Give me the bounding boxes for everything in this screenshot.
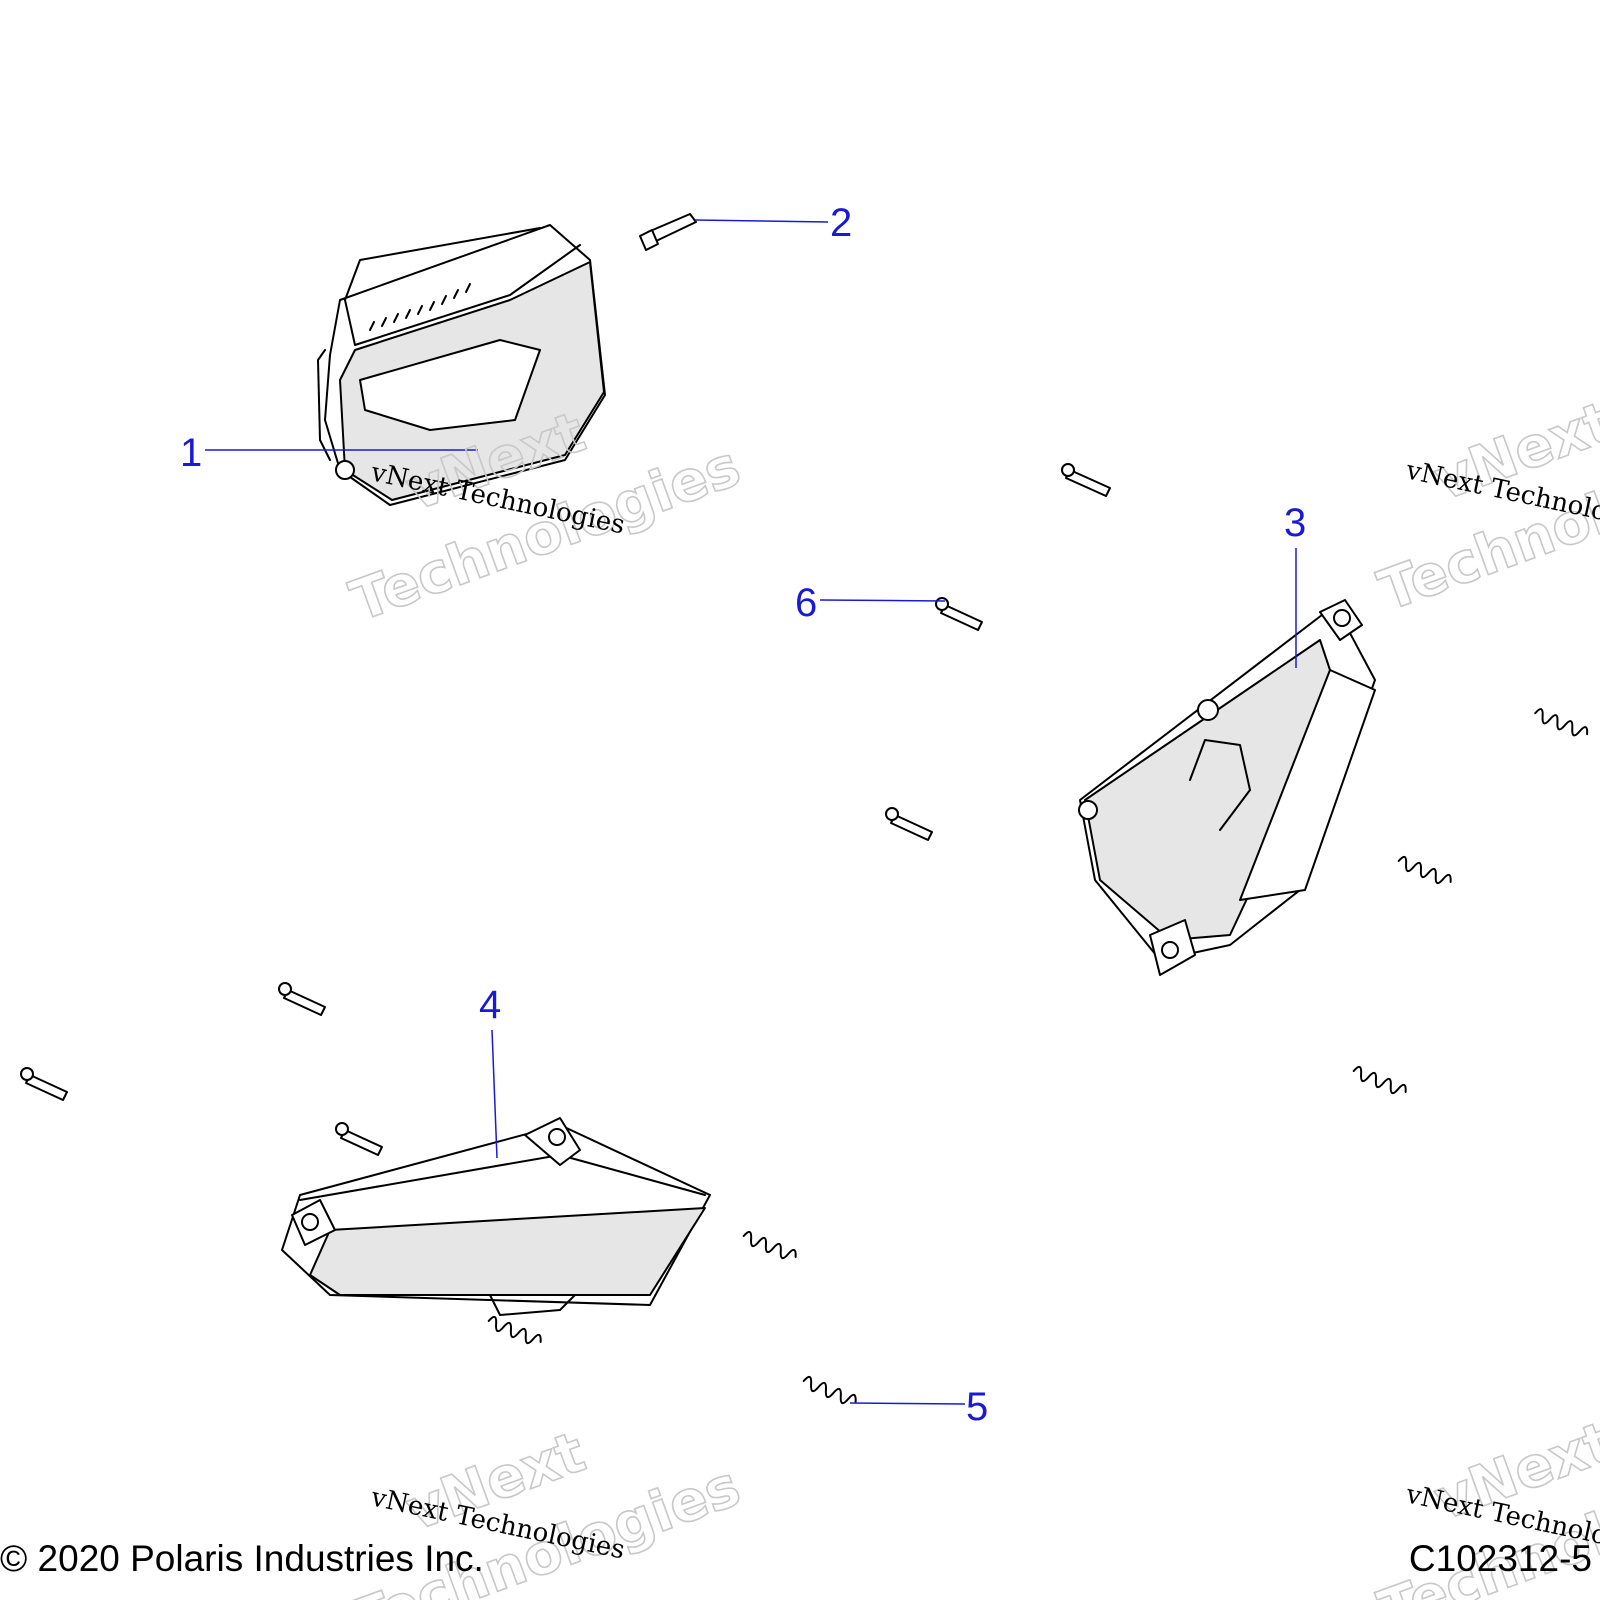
screw-d (278, 982, 326, 1016)
part-4-lamp-left[interactable] (281, 1117, 711, 1316)
callout-1: 1 (180, 431, 202, 475)
leader-2 (694, 219, 829, 223)
spring-e (487, 1315, 542, 1345)
leader-4 (491, 1029, 498, 1159)
copyright-notice: © 2020 Polaris Industries Inc. (0, 1538, 484, 1579)
leader-5 (849, 1402, 966, 1405)
spring-f (802, 1375, 857, 1405)
screw-f (335, 1122, 383, 1156)
drawing-id: C102312-5 (1408, 1538, 1592, 1579)
leader-6 (819, 599, 946, 602)
part-2-push-pin[interactable] (639, 213, 697, 251)
callout-5: 5 (966, 1385, 988, 1429)
part-5-springs[interactable] (486, 708, 1589, 1408)
part-1-headlight[interactable] (317, 224, 606, 506)
spring-a (1534, 708, 1589, 737)
spring-b (1397, 855, 1452, 885)
part-6-screws[interactable] (20, 463, 1111, 1156)
leader-lines (205, 219, 1297, 1405)
screw-c (885, 807, 933, 841)
spring-d (742, 1230, 797, 1260)
callout-6: 6 (795, 581, 817, 625)
callout-3: 3 (1284, 501, 1306, 545)
screw-b (935, 597, 983, 631)
part-3-lamp-right[interactable] (1078, 599, 1376, 976)
screw-e (20, 1067, 68, 1101)
callout-2: 2 (830, 201, 852, 245)
spring-c (1352, 1065, 1407, 1095)
screw-a (1061, 463, 1111, 497)
callout-labels: 1 2 3 4 5 6 (180, 201, 1306, 1429)
callout-4: 4 (479, 983, 501, 1027)
